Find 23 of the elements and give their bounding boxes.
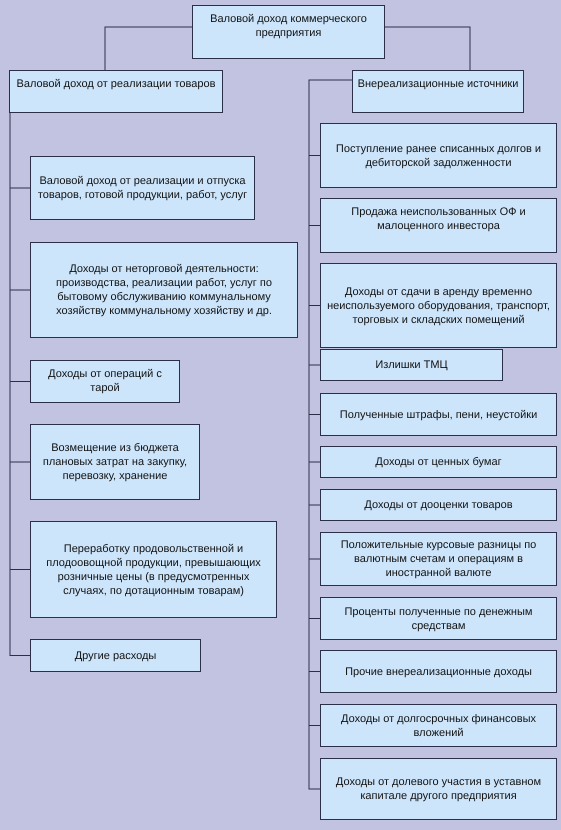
category-box: Валовой доход коммерческого предприятия	[192, 5, 385, 59]
category-box: Валовой доход от реализации товаров	[9, 70, 223, 113]
category-box: Положительные курсовые разницы по валютным счетам и операциям в иностранной валюте	[320, 532, 557, 586]
category-box: Переработку продовольственной и плодоовощной продукции, превышающих розничные цены (в предусмотренных случаях, по дотационным товарам)	[30, 521, 277, 618]
category-box: Продажа неиспользованных ОФ и малоценного инвестора	[320, 198, 557, 253]
category-box: Возмещение из бюджета плановых затрат на закупку, перевозку, хранение	[30, 424, 200, 500]
category-box: Проценты полученные по денежным средствам	[320, 597, 557, 640]
connector-line	[104, 26, 192, 70]
category-box: Валовой доход от реализации и отпуска товаров, готовой продукции, работ, услуг	[30, 156, 255, 220]
category-box: Доходы от дооценки товаров	[320, 489, 557, 521]
category-box: Излишки ТМЦ	[320, 349, 503, 381]
category-box: Другие расходы	[30, 639, 201, 672]
category-box: Полученные штрафы, пени, неустойки	[320, 393, 557, 436]
category-box: Доходы от неторговой деятельности: производства, реализации работ, услуг по бытовому обслуживанию коммунальному хозяйству коммунальному хозяйству и др.	[30, 242, 298, 338]
category-box: Доходы от долгосрочных финансовых вложений	[320, 704, 557, 747]
category-box: Доходы от сдачи в аренду временно неиспользуемого оборудования, транспорт, торговых и складских помещений	[320, 263, 557, 348]
connector-line	[384, 26, 470, 70]
category-box: Прочие внереализационные доходы	[320, 650, 557, 693]
category-box: Внереализационные источники	[352, 70, 524, 113]
category-box: Доходы от ценных бумаг	[320, 446, 557, 478]
category-box: Доходы от долевого участия в уставном капитале другого предприятия	[320, 758, 557, 820]
category-box: Доходы от операций с тарой	[30, 360, 180, 403]
category-box: Поступление ранее списанных долгов и дебиторской задолженности	[320, 123, 557, 188]
